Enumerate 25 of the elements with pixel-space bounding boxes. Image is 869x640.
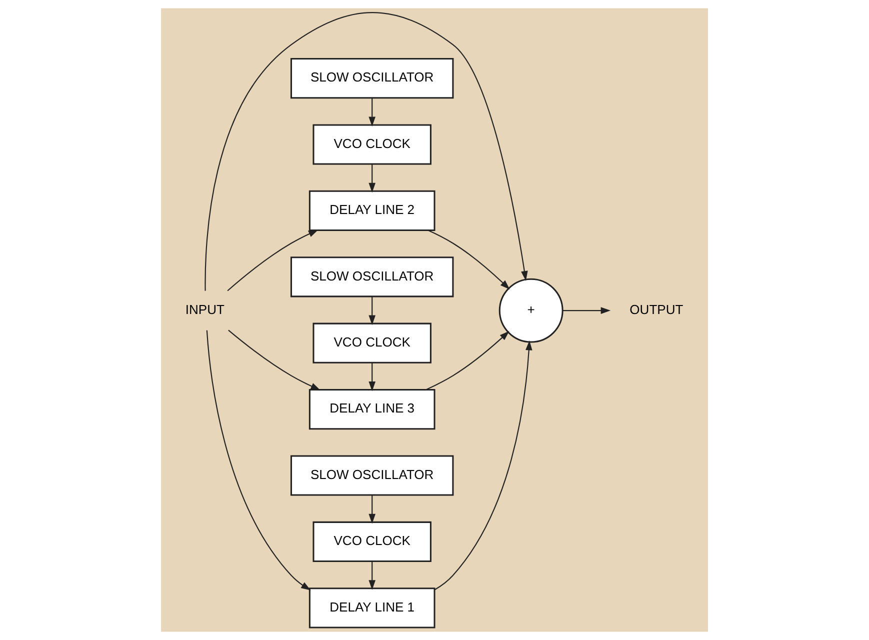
arrow [368, 495, 376, 524]
arrow [227, 230, 318, 292]
node-box: VCO CLOCK [312, 322, 432, 364]
node-box: DELAY LINE 1 [308, 588, 436, 628]
arrow [368, 561, 376, 590]
node-text: OUTPUT [630, 302, 684, 317]
arrow [228, 330, 320, 390]
arrow [426, 331, 510, 390]
arrow [206, 330, 311, 590]
node-box: SLOW OSCILLATOR [290, 455, 454, 496]
arrow [428, 230, 510, 290]
arrow [368, 164, 376, 193]
arrow [204, 12, 528, 291]
node-box: SLOW OSCILLATOR [290, 256, 454, 298]
node-box: DELAY LINE 3 [308, 389, 436, 430]
arrow [434, 340, 532, 590]
arrow [562, 307, 611, 314]
node-box: VCO CLOCK [312, 124, 432, 165]
arrow [368, 362, 376, 392]
node-box: VCO CLOCK [312, 521, 432, 562]
arrow [368, 98, 376, 126]
arrow [368, 296, 376, 326]
node-box: DELAY LINE 2 [308, 190, 436, 231]
node-box: SLOW OSCILLATOR [290, 58, 454, 99]
node-text: INPUT [185, 302, 224, 317]
